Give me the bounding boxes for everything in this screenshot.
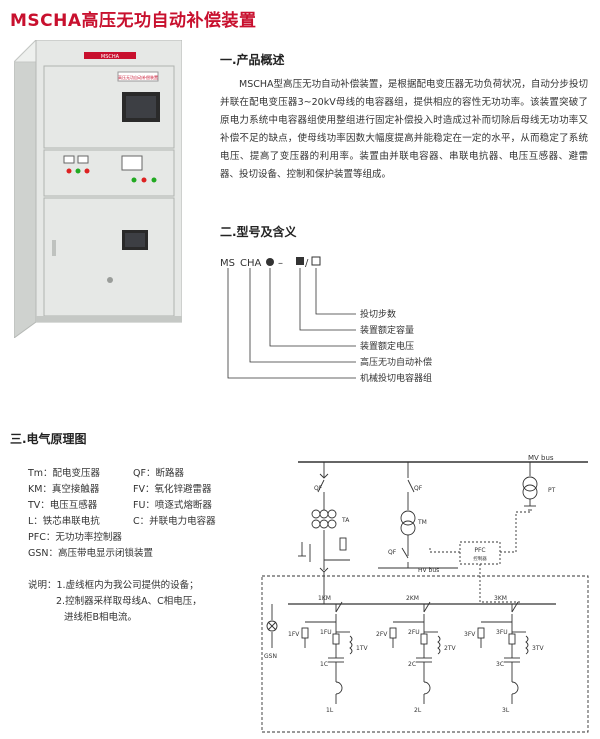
model-code-cha: CHA bbox=[240, 258, 262, 269]
mv-bus-label: MV bus bbox=[528, 454, 554, 462]
model-code-steps-square bbox=[311, 256, 321, 266]
qf-label: QF bbox=[314, 485, 323, 492]
model-meaning-steps: 投切步数 bbox=[360, 308, 396, 320]
branch-2-c: 2C bbox=[408, 661, 416, 668]
branch-2-l: 2L bbox=[414, 707, 422, 714]
section-overview-heading: 一.产品概述 bbox=[220, 51, 285, 68]
branch-1-c: 1C bbox=[320, 661, 328, 668]
branch-1-tv: 1TV bbox=[356, 645, 368, 652]
pfc-sublabel: 控制器 bbox=[473, 555, 487, 562]
legend-row: GSN：高压带电显示闭锁装置 bbox=[28, 548, 153, 559]
model-code-dash: – bbox=[278, 258, 283, 269]
model-code-diagram: MS CHA – / 投切步数 装置额定容量 装置额定电压 高压无功自动补偿 机… bbox=[218, 252, 458, 392]
note-line-1: 说明：1.虚线框内为我公司提供的设备； bbox=[28, 580, 199, 591]
model-code-ms: MS bbox=[220, 258, 235, 269]
capacitor-branch-2: 2KM 2FV 2FU 2C 2TV 2L bbox=[376, 595, 456, 714]
section-model-heading-text: 二.型号及含义 bbox=[220, 225, 297, 239]
pt-label: PT bbox=[548, 487, 556, 494]
capacitor-branch-1: 1KM 1FV 1FU 1C 1TV 1L bbox=[288, 595, 368, 714]
hv-bus-label: HV bus bbox=[418, 567, 439, 574]
overview-paragraph: MSCHA型高压无功自动补偿装置，是根据配电变压器无功负荷状况，自动分步投切并联… bbox=[220, 79, 588, 180]
branch-3-l: 3L bbox=[502, 707, 510, 714]
branch-2-km: 2KM bbox=[406, 595, 419, 602]
note-line-2: 2.控制器采样取母线A、C相电压， bbox=[56, 596, 202, 607]
branch-1-fu: 1FU bbox=[320, 629, 332, 636]
branch-2-fu: 2FU bbox=[408, 629, 420, 636]
branch-3-tv: 3TV bbox=[532, 645, 544, 652]
section-model-heading: 二.型号及含义 bbox=[220, 223, 297, 240]
model-meaning-capacitor-bank: 机械投切电容器组 bbox=[360, 372, 432, 384]
section-schematic-heading-text: 三.电气原理图 bbox=[10, 432, 87, 446]
branch-1-km: 1KM bbox=[318, 595, 331, 602]
branch-3-fu: 3FU bbox=[496, 629, 508, 636]
branch-2-tv: 2TV bbox=[444, 645, 456, 652]
model-meaning-auto-compensation: 高压无功自动补偿 bbox=[360, 356, 432, 368]
model-meaning-capacity: 装置额定容量 bbox=[360, 324, 414, 336]
cabinet-brand-label: MSCHA bbox=[101, 54, 120, 60]
cabinet-nameplate: 高压无功自动补偿装置 bbox=[118, 74, 158, 80]
branch-1-l: 1L bbox=[326, 707, 334, 714]
cabinet-product-image: MSCHA 高压无功自动补偿装置 bbox=[12, 38, 184, 339]
branch-3-km: 3KM bbox=[494, 595, 507, 602]
branch-2-fv: 2FV bbox=[376, 631, 388, 638]
svg-text:QF: QF bbox=[414, 485, 423, 492]
model-code-capacity-square bbox=[296, 257, 304, 265]
section-schematic-heading: 三.电气原理图 bbox=[10, 430, 87, 447]
pfc-label: PFC bbox=[474, 547, 485, 554]
svg-text:QF: QF bbox=[388, 549, 397, 556]
gsn-label: GSN bbox=[264, 653, 277, 660]
branch-1-fv: 1FV bbox=[288, 631, 300, 638]
model-code-slash: / bbox=[305, 258, 309, 269]
page-title: MSCHA高压无功自动补偿装置 bbox=[10, 11, 257, 31]
model-code-voltage-dot bbox=[266, 258, 274, 266]
model-meaning-voltage: 装置额定电压 bbox=[360, 340, 414, 352]
capacitor-branch-3: 3KM 3FV 3FU 3C 3TV 3L bbox=[464, 595, 544, 714]
legend-row: PFC：无功功率控制器 bbox=[28, 532, 122, 543]
branch-3-fv: 3FV bbox=[464, 631, 476, 638]
electrical-schematic: MV bus QF TA QF TM QF HV bus bbox=[258, 452, 594, 734]
note-line-3: 进线柜B相电流。 bbox=[64, 612, 138, 623]
notes-block: 说明：1.虚线框内为我公司提供的设备； 2.控制器采样取母线A、C相电压， 进线… bbox=[28, 578, 202, 626]
ta-label: TA bbox=[341, 517, 350, 524]
section-overview-heading-text: 一.产品概述 bbox=[220, 53, 285, 67]
branch-3-c: 3C bbox=[496, 661, 504, 668]
tm-label: TM bbox=[417, 519, 427, 526]
